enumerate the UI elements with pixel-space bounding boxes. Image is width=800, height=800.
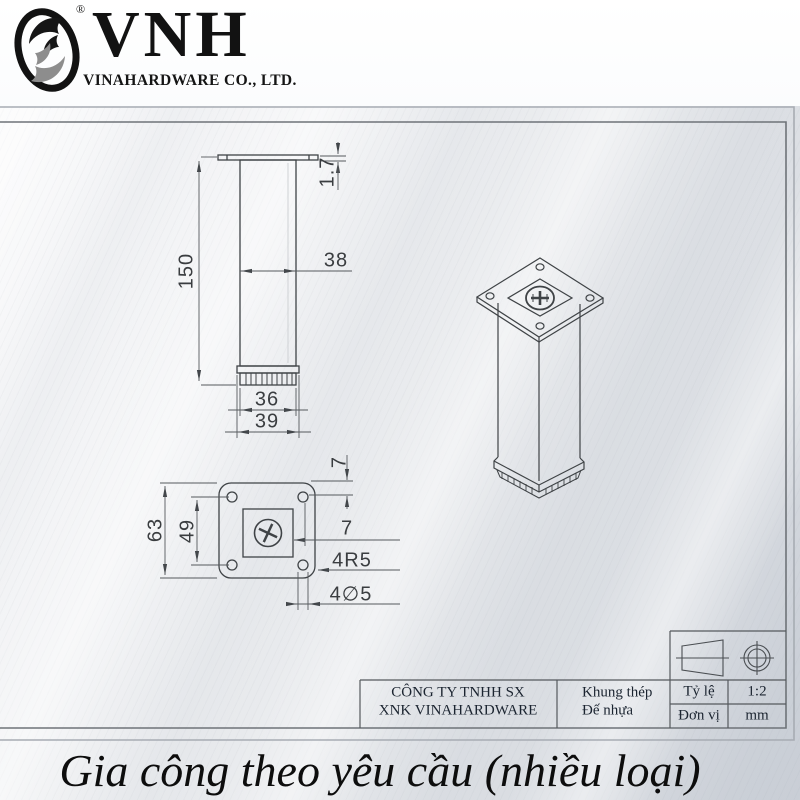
isometric-view — [475, 257, 605, 499]
title-block-grid — [359, 630, 786, 728]
scale-label: Tỷ lệ — [683, 683, 715, 700]
dim-base-width: 39 — [254, 410, 280, 433]
material-line2: Đế nhựa — [582, 702, 634, 719]
drawing-frame — [0, 106, 795, 741]
company-name-line1: CÔNG TY TNHH SX — [391, 684, 525, 701]
vnh-logo-icon — [14, 8, 80, 92]
material-line1: Khung thép — [582, 684, 653, 701]
dim-corner-radius: 4R5 — [332, 549, 372, 572]
front-view — [217, 154, 319, 386]
dim-edge-to-hole: 7 — [328, 455, 351, 469]
dim-plate-size: 63 — [144, 517, 167, 543]
bottom-view — [218, 482, 316, 579]
registered-mark: ® — [76, 2, 86, 16]
projection-circle-icon — [740, 641, 774, 675]
logo-text: VNH — [92, 0, 251, 71]
header-band — [0, 0, 800, 106]
company-name-line2: XNK VINAHARDWARE — [378, 702, 538, 719]
bottom-view-dimensions — [160, 455, 400, 610]
dim-hole-spacing: 49 — [176, 518, 199, 544]
unit-label: Đơn vị — [678, 707, 720, 724]
footer-slogan: Gia công theo yêu cầu (nhiều loại) — [59, 745, 701, 796]
logo-subtitle: VINAHARDWARE CO., LTD. — [83, 72, 297, 89]
dim-foot-width: 36 — [254, 388, 280, 411]
dim-hole-diameter: 4∅5 — [329, 583, 373, 606]
unit-value: mm — [745, 707, 769, 724]
scale-value: 1:2 — [747, 683, 767, 700]
dim-height-150: 150 — [175, 252, 198, 290]
dim-center-to-hole: 7 — [340, 517, 354, 540]
dim-plate-thickness: 1.7 — [316, 156, 339, 188]
projection-cone-icon — [676, 639, 729, 677]
dim-tube-width: 38 — [323, 249, 349, 272]
front-view-dimensions — [196, 142, 352, 438]
